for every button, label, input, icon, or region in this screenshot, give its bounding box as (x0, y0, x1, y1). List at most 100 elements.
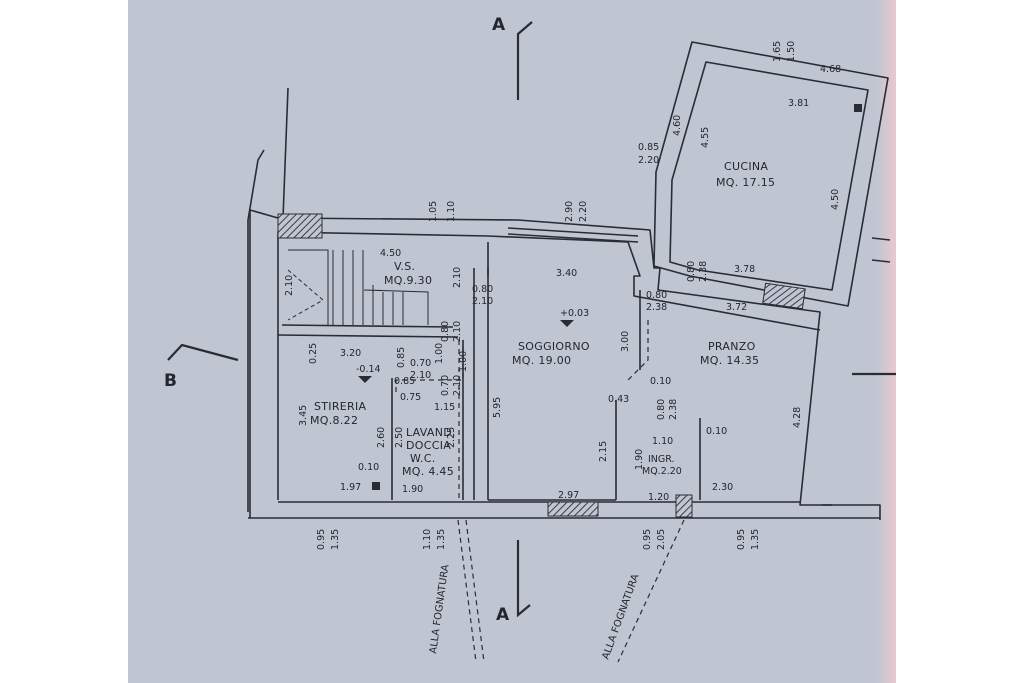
dim-v-450: 4.50 (380, 248, 401, 259)
dim-p-238b: 2.38 (646, 302, 667, 313)
section-a-top-label: A (492, 15, 506, 35)
dim-v-210: 2.10 (284, 275, 295, 296)
dim-so-215: 2.15 (598, 441, 609, 462)
dim-in-010: 0.10 (706, 426, 727, 437)
dim-k-378: 3.78 (734, 264, 755, 275)
main-outer-wall (249, 209, 881, 520)
dim-k-165: 1.65 (772, 41, 783, 62)
dim-l-225: 2.25 (446, 427, 457, 448)
dim-m-080: 0.80 (440, 321, 451, 342)
kitchen-inner-wall (669, 61, 869, 291)
kitchen-flue (854, 104, 862, 112)
drain-sewer-right (617, 519, 685, 663)
dim-p-080b: 0.80 (646, 290, 667, 301)
dim-pr-428: 4.28 (792, 407, 803, 428)
room-soggiorno-area: MQ. 19.00 (512, 354, 571, 367)
drain-line-left (395, 340, 464, 392)
dim-st-345: 3.45 (298, 405, 309, 426)
dim-p-080a: 0.80 (686, 261, 697, 282)
dim-l-070b: 0.70 (440, 375, 451, 396)
right-wall-stub2 (871, 259, 891, 263)
dim-pr-230: 2.30 (712, 482, 733, 493)
floor-plan-drawing: A A B CUCINA MQ. 17.15 V.S. MQ.9.30 SOGG… (128, 0, 896, 683)
partition-vs-bottom (277, 334, 459, 338)
room-doccia-name: DOCCIA (406, 439, 451, 452)
room-soggiorno-name: SOGGIORNO (518, 340, 590, 353)
section-b-mark (167, 343, 239, 362)
dim-k-381: 3.81 (788, 98, 809, 109)
hatch-kitchen-bottom (762, 282, 806, 310)
dim-in-238: 2.38 (668, 399, 679, 420)
stair-landing (288, 249, 329, 325)
dim-b-135c: 1.35 (750, 529, 761, 550)
section-a-bottom-mark (516, 540, 531, 618)
dim-b-135a: 1.35 (330, 529, 341, 550)
room-pranzo-name: PRANZO (708, 340, 756, 353)
dim-l-197: 1.97 (340, 482, 361, 493)
room-lavand-name: LAVAND. (406, 426, 456, 439)
drain-sewer-left (457, 519, 477, 663)
dim-b-205: 2.05 (656, 529, 667, 550)
dim-k-372: 3.72 (726, 302, 747, 313)
dim-l-100: 1.00 (458, 351, 469, 372)
partition-vs-stair (281, 324, 454, 328)
dim-st-260: 2.60 (376, 427, 387, 448)
window-soggiorno-2 (507, 233, 639, 243)
dim-v-105: 1.05 (428, 201, 439, 222)
room-pranzo-area: MQ. 14.35 (700, 354, 759, 367)
room-ingr-area: MQ.2.20 (642, 466, 682, 477)
room-vs-area: MQ.9.30 (384, 274, 432, 287)
lav-flue (372, 482, 380, 490)
upper-left-line (282, 87, 289, 219)
room-wc-name: W.C. (410, 452, 436, 465)
level-stireria: -0.14 (356, 364, 381, 375)
room-cucina-area: MQ. 17.15 (716, 176, 775, 189)
room-stireria-area: MQ.8.22 (310, 414, 358, 427)
right-wall-stub (871, 237, 891, 241)
dim-d-210: 2.10 (472, 296, 493, 307)
window-soggiorno-1 (507, 227, 639, 237)
dim-k-455: 4.55 (700, 127, 711, 148)
dim-in-190: 1.90 (634, 449, 645, 470)
dim-l-100c: 1.00 (434, 343, 445, 364)
dim-k-085: 0.85 (638, 142, 659, 153)
dim-b-135b: 1.35 (436, 529, 447, 550)
dim-l-075: 0.75 (400, 392, 421, 403)
dim-l-085: 0.85 (396, 347, 407, 368)
hatch-soggiorno-bottom (547, 501, 599, 517)
dim-p-238a: 2.38 (698, 261, 709, 282)
dim-k-450: 4.50 (830, 189, 841, 210)
dim-v-110: 1.10 (446, 201, 457, 222)
room-cucina-name: CUCINA (724, 160, 768, 173)
paper-background (128, 0, 896, 683)
dim-w-290: 2.90 (564, 201, 575, 222)
dim-k-220: 2.20 (638, 155, 659, 166)
dim-so-043: 0.43 (608, 394, 629, 405)
dim-in-080: 0.80 (656, 399, 667, 420)
dim-so-595: 5.95 (492, 397, 503, 418)
drain-soggiorno (627, 320, 649, 381)
dim-l-210: 2.10 (410, 370, 431, 381)
dim-l-085b: 0.85 (394, 376, 415, 387)
left-stub-wall (247, 149, 265, 512)
dim-v-210b: 2.10 (452, 267, 463, 288)
level-marker-stireria (358, 376, 372, 383)
dim-l-250: 2.50 (394, 427, 405, 448)
drain-sewer-left2 (465, 519, 485, 663)
hatch-vs-left (277, 213, 323, 239)
level-marker-soggiorno (560, 320, 574, 327)
dim-so-300: 3.00 (620, 331, 631, 352)
dim-so-297: 2.97 (558, 490, 579, 501)
dim-d-080: 0.80 (472, 284, 493, 295)
kitchen-outer-wall (653, 41, 889, 307)
dim-in-120: 1.20 (648, 492, 669, 503)
dim-l-010: 0.10 (358, 462, 379, 473)
dim-l-190: 1.90 (402, 484, 423, 495)
section-b-label: B (164, 371, 177, 391)
dim-b-095c: 0.95 (736, 529, 747, 550)
dim-l-115: 1.15 (434, 402, 455, 413)
dim-b-095a: 0.95 (316, 529, 327, 550)
floor-plan-sheet: A A B CUCINA MQ. 17.15 V.S. MQ.9.30 SOGG… (128, 0, 896, 683)
dim-l-210b: 2.10 (452, 375, 463, 396)
dim-st-320: 3.20 (340, 348, 361, 359)
